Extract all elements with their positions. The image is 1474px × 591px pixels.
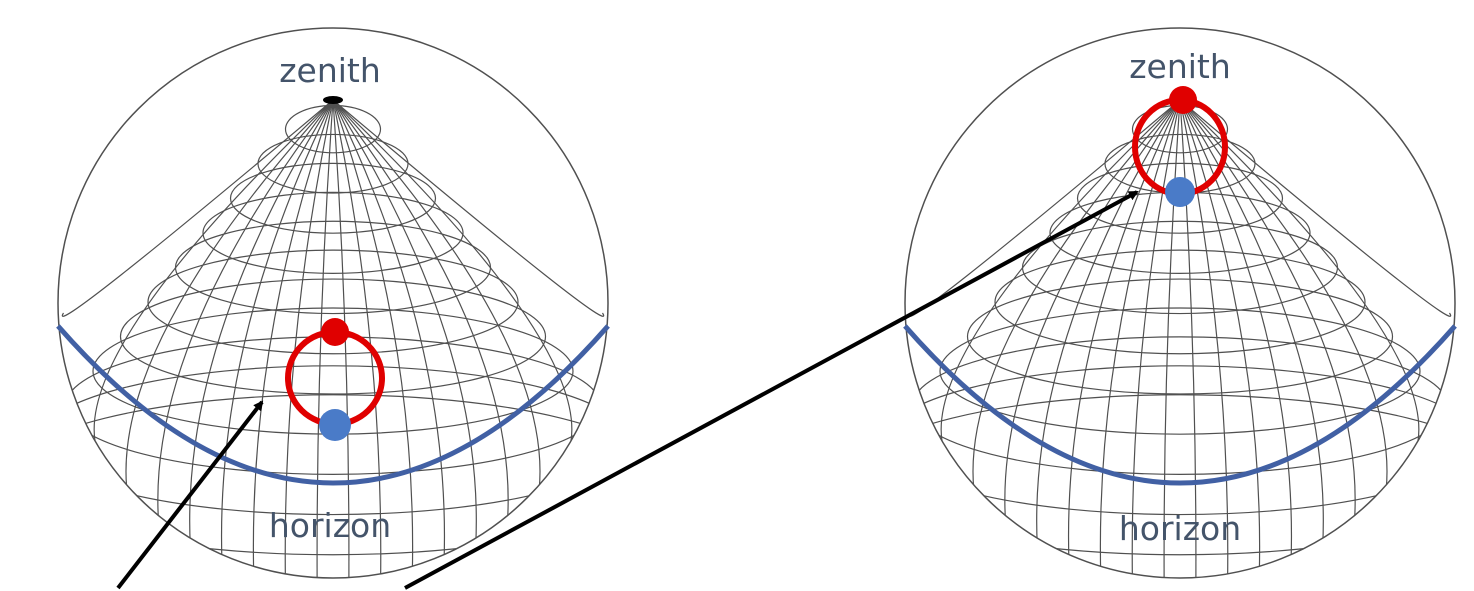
- right-horizon-label: horizon: [1119, 509, 1241, 548]
- right-meridian-line: [1180, 100, 1291, 564]
- left-meridian-line: [126, 100, 333, 490]
- arrow-to-left-sphere: [118, 402, 262, 588]
- right-lower-dot: [1165, 177, 1195, 207]
- right-meridian-line: [1069, 100, 1180, 564]
- left-meridian-line: [333, 100, 508, 523]
- left-horizon-label: horizon: [269, 506, 391, 545]
- left-sphere-outline: [58, 28, 608, 578]
- right-parallel-line: [940, 308, 1420, 434]
- left-lower-dot: [319, 409, 351, 441]
- left-meridian-line: [62, 100, 333, 316]
- right-meridian-line: [1180, 100, 1355, 523]
- left-meridian-line: [94, 100, 333, 442]
- right-meridian-line: [1180, 100, 1419, 442]
- right-parallel-line: [885, 366, 1474, 515]
- right-horizon-line: [905, 326, 1455, 483]
- left-upper-dot: [321, 318, 349, 346]
- left-zenith-label: zenith: [279, 51, 381, 90]
- right-parallel-line: [913, 337, 1448, 474]
- right-meridian-line: [941, 100, 1180, 442]
- left-parallel-line: [66, 337, 601, 474]
- left-meridian-line: [222, 100, 333, 564]
- left-parallel-line: [231, 163, 436, 233]
- right-sphere: zenith horizon: [858, 28, 1474, 588]
- right-zenith-label: zenith: [1129, 47, 1231, 86]
- left-meridian-line: [333, 100, 540, 490]
- left-meridian-line: [333, 100, 604, 316]
- left-parallel-line: [286, 106, 381, 153]
- left-meridian-line: [333, 100, 572, 442]
- left-meridian-line: [158, 100, 333, 523]
- right-upper-dot: [1169, 86, 1197, 114]
- right-meridian-line: [1005, 100, 1180, 523]
- right-meridian-line: [1180, 100, 1387, 490]
- left-horizon-line: [58, 326, 608, 483]
- left-zenith-point: [323, 96, 343, 104]
- right-parallel-line: [995, 250, 1365, 354]
- right-meridian-line: [973, 100, 1180, 490]
